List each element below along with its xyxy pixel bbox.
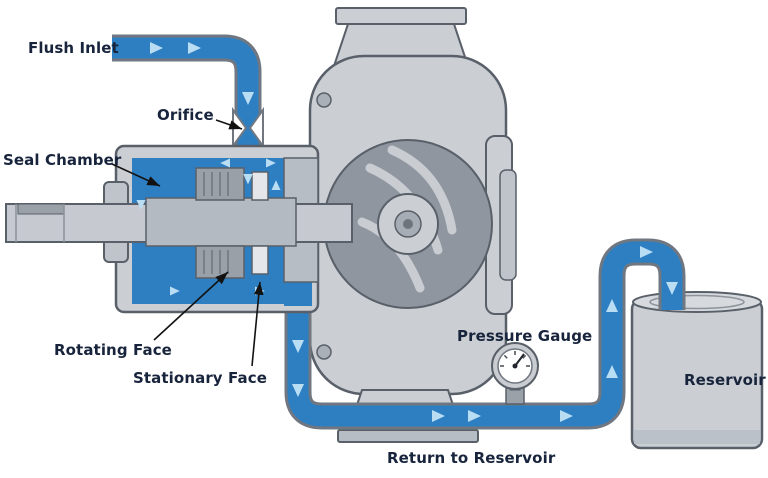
stationary-face-leader xyxy=(251,281,264,367)
impeller xyxy=(323,139,493,309)
discharge-flange xyxy=(335,7,467,25)
label-rotating-face: Rotating Face xyxy=(54,341,172,359)
casing-bolt-top xyxy=(316,92,332,108)
label-pressure-gauge: Pressure Gauge xyxy=(457,327,593,345)
base-plate xyxy=(337,429,479,443)
leader-lines xyxy=(111,119,264,367)
label-return-to-reservoir: Return to Reservoir xyxy=(387,449,556,467)
casing-bolt-bottom xyxy=(316,344,332,360)
seal-springs xyxy=(203,172,229,274)
stationary-face xyxy=(251,171,269,201)
reservoir-tank xyxy=(630,291,764,450)
label-stationary-face: Stationary Face xyxy=(133,369,267,387)
label-seal-chamber: Seal Chamber xyxy=(3,151,122,169)
seal-faces xyxy=(145,167,297,279)
seal-chamber-leader xyxy=(111,163,161,187)
flush-inlet-pipe xyxy=(112,34,264,162)
impeller-vane xyxy=(387,145,457,235)
rotating-face-leader xyxy=(153,271,229,341)
label-orifice: Orifice xyxy=(157,106,214,124)
pressure-gauge xyxy=(491,342,539,405)
keyway xyxy=(17,203,65,215)
return-pipe xyxy=(284,238,686,430)
label-reservoir: Reservoir xyxy=(684,371,766,389)
label-flush-inlet: Flush Inlet xyxy=(28,39,119,57)
orifice-leader xyxy=(215,119,243,130)
shaft-sleeve xyxy=(145,197,297,247)
stationary-face xyxy=(251,245,269,275)
gauge-ticks xyxy=(500,351,530,367)
